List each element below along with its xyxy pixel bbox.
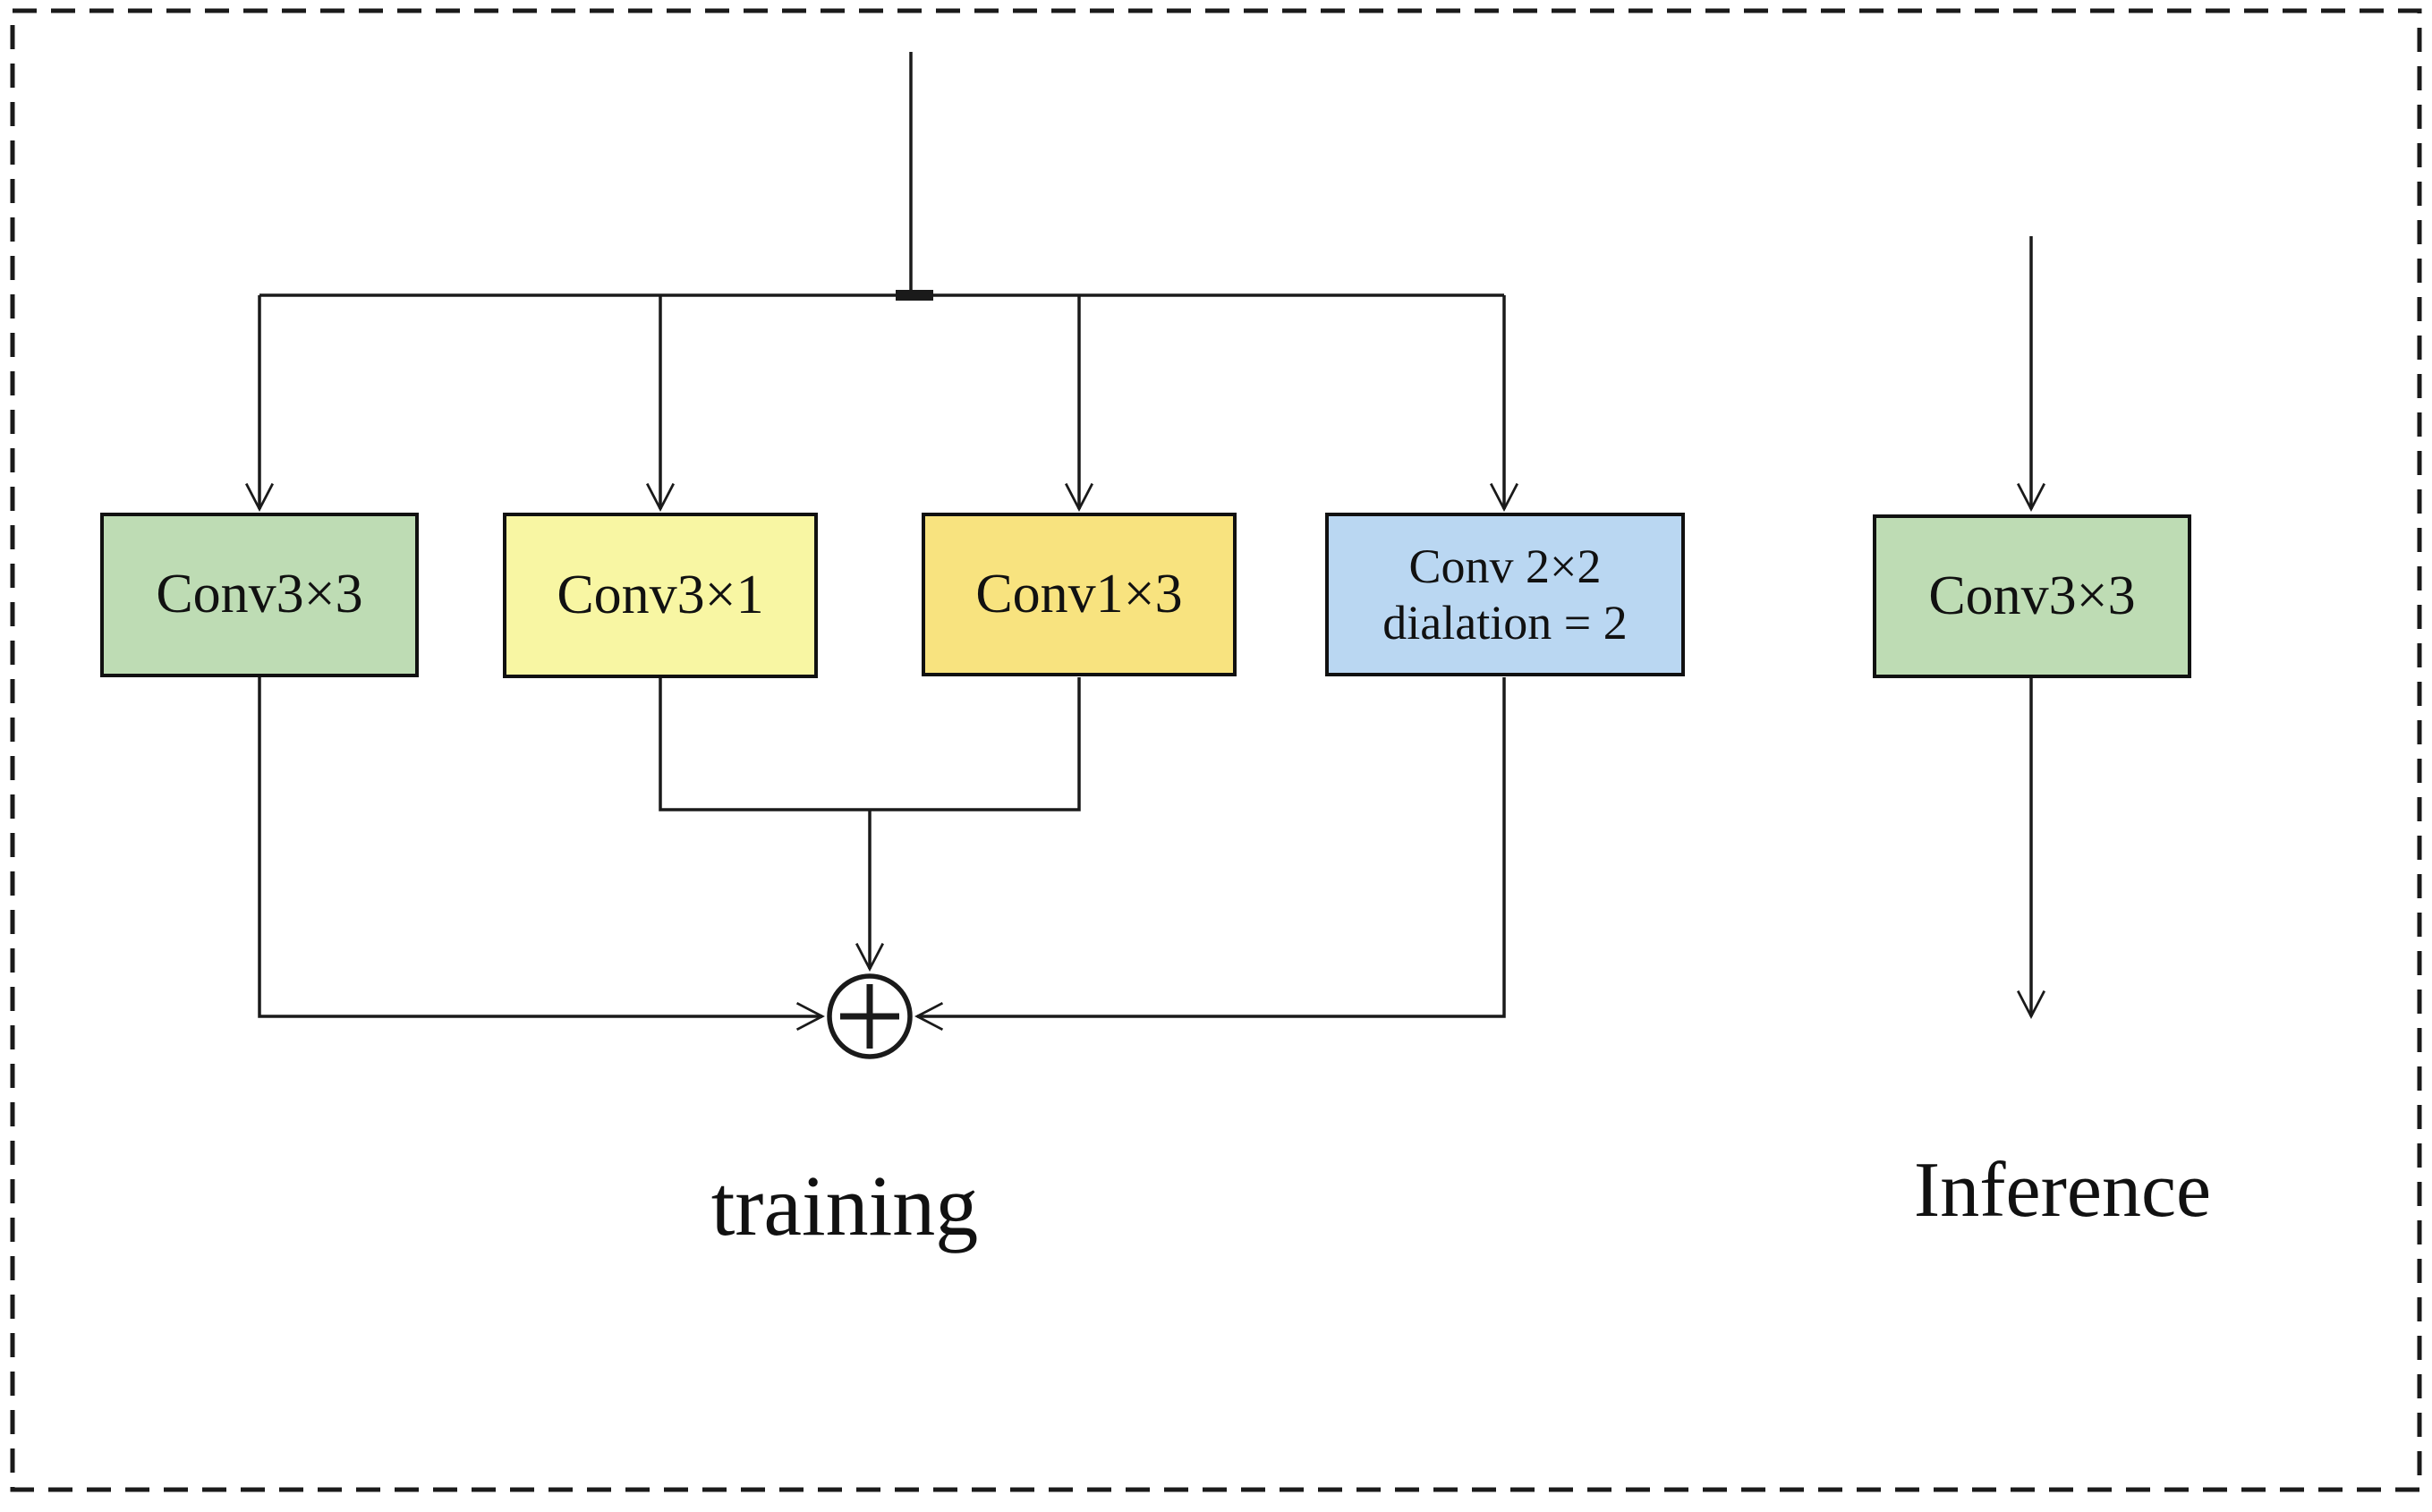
conv3x1-box: Conv3×1 <box>503 513 818 678</box>
conv3x3-inference-box: Conv3×3 <box>1873 514 2191 678</box>
training-caption: training <box>710 1158 979 1253</box>
conv1x3-box: Conv1×3 <box>922 513 1237 676</box>
conv3x3-training-box: Conv3×3 <box>100 513 419 677</box>
elbow-conv2x2-to-sum <box>914 677 1506 1031</box>
inference-caption: Inference <box>1913 1147 2212 1234</box>
conv3x3-inference-label: Conv3×3 <box>1928 565 2136 626</box>
conv2x2-dilation-box: Conv 2×2 dialation = 2 <box>1325 513 1685 676</box>
conv3x1-label: Conv3×1 <box>557 564 764 625</box>
conv2x2-label-line1: Conv 2×2 <box>1408 539 1602 594</box>
conv3x3-training-label: Conv3×3 <box>156 564 363 625</box>
elbow-conv3x3-to-sum <box>258 677 825 1031</box>
figure-dashed-border <box>10 8 2422 1492</box>
conv2x2-label-line2: dialation = 2 <box>1382 595 1628 650</box>
merge-connector-line <box>659 677 1081 811</box>
plus-icon <box>840 984 899 1049</box>
trunk-branch-junction <box>896 290 933 301</box>
conv1x3-label: Conv1×3 <box>975 563 1183 624</box>
